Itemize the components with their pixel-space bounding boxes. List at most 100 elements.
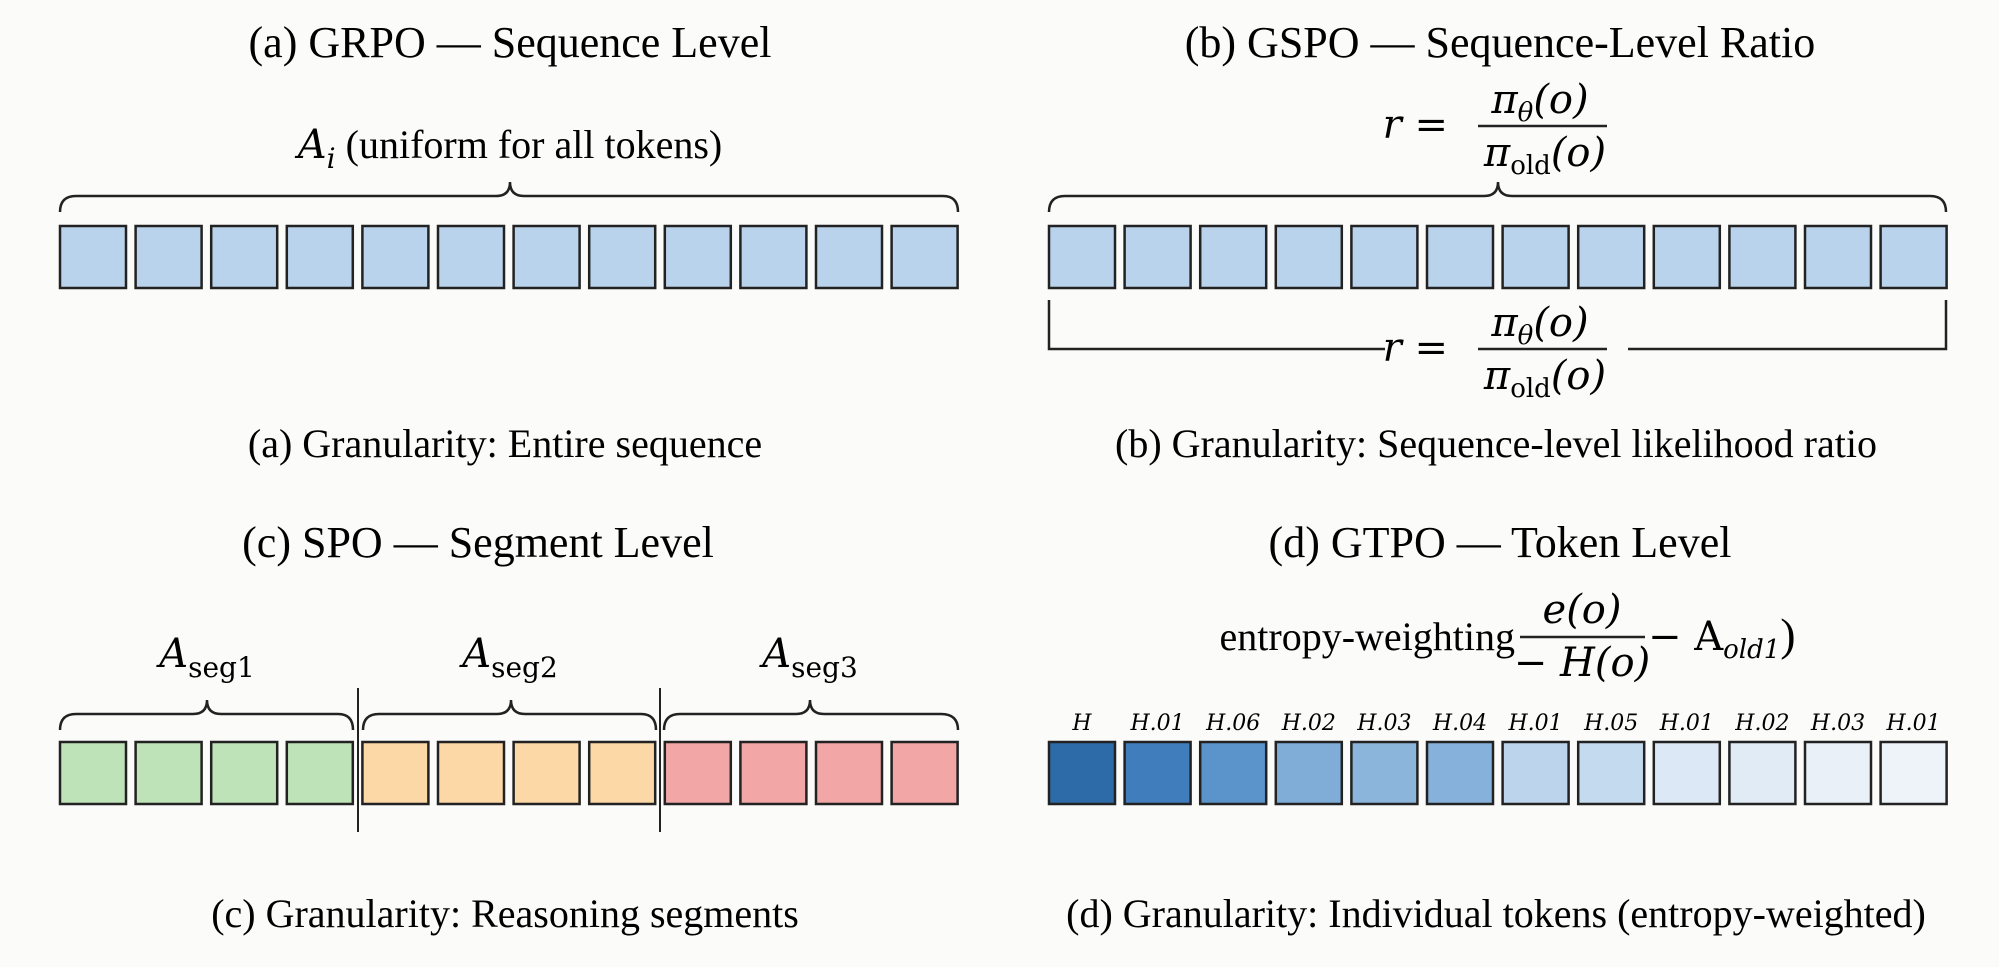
segment-3-label: Aseg3 (758, 631, 858, 684)
panel-d-token-label-1: H (1071, 711, 1092, 736)
segment-1-brace (58, 699, 355, 731)
panel-d-token-7 (1501, 740, 1570, 806)
panel-d-caption: (d) Granularity: Individual tokens (entr… (1066, 891, 1926, 936)
panel-a-caption: (a) Granularity: Entire sequence (248, 421, 762, 466)
panel-c-token-10 (739, 740, 808, 806)
panel-b-ratio-bottom: r = πθ(o) πold(o) (1383, 300, 1607, 404)
formula-suffix: − Aold1) (1648, 609, 1796, 665)
panel-d-token-label-3: H.06 (1205, 711, 1260, 736)
panel-a-token-row (58, 224, 959, 290)
panel-a-token-5 (361, 224, 430, 290)
ratio-numerator-bottom: πθ(o) (1490, 300, 1588, 351)
panel-b-brace (1047, 181, 1948, 213)
ratio-numerator: πθ(o) (1490, 77, 1588, 128)
panel-d-token-labels: H H.01 H.06 H.02 H.03 H.04 H.01 H.05 H.01 H.02 H.0… (1071, 711, 1940, 736)
panel-b-token-8 (1576, 224, 1646, 290)
panel-b-token-12 (1879, 224, 1948, 290)
panel-c-token-4 (285, 740, 355, 806)
panel-d-token-10 (1728, 740, 1797, 806)
panel-d-token-label-7: H.01 (1508, 711, 1563, 736)
panel-d-token-1 (1047, 740, 1117, 806)
panel-a-token-6 (436, 224, 506, 290)
panel-d-token-label-9: H.01 (1659, 711, 1714, 736)
panel-a-token-7 (512, 224, 581, 290)
panel-b-token-4 (1274, 224, 1344, 290)
formula-prefix: entropy-weighting (1220, 614, 1516, 659)
segment-2-label: Aseg2 (458, 631, 558, 684)
segment-3-brace (662, 699, 960, 731)
panel-a-title: (a) GRPO — Sequence Level (249, 18, 772, 67)
panel-d-token-label-5: H.03 (1356, 711, 1411, 736)
panel-a-token-8 (587, 224, 657, 290)
panel-a-brace (58, 181, 960, 213)
panel-d-token-label-4: H.02 (1281, 711, 1336, 736)
panel-c-token-7 (512, 740, 581, 806)
panel-b-token-row (1047, 224, 1948, 290)
panel-a-token-1 (58, 224, 128, 290)
panel-d-token-label-11: H.03 (1810, 711, 1865, 736)
panel-c-token-1 (58, 740, 128, 806)
panel-b: (b) GSPO — Sequence-Level Ratio r = πθ(o… (1047, 18, 1948, 466)
panel-b-caption: (b) Granularity: Sequence-level likeliho… (1115, 421, 1877, 466)
panel-a-token-11 (814, 224, 884, 290)
panel-d-token-row (1047, 740, 1948, 806)
segment-labels: Aseg1 Aseg2 Aseg3 (155, 631, 858, 684)
panel-c-token-6 (436, 740, 506, 806)
panel-d-token-2 (1123, 740, 1192, 806)
panel-b-ratio-top: r = πθ(o) πold(o) (1383, 77, 1607, 181)
panel-c-token-3 (209, 740, 279, 806)
panel-d-token-11 (1803, 740, 1873, 806)
panel-c-token-12 (890, 740, 959, 806)
panel-b-token-7 (1501, 224, 1570, 290)
ratio-lhs: r = (1383, 102, 1448, 148)
panel-b-token-1 (1047, 224, 1117, 290)
panel-b-token-11 (1803, 224, 1873, 290)
panel-c-token-11 (814, 740, 884, 806)
panel-c-token-8 (587, 740, 657, 806)
panel-b-token-10 (1728, 224, 1797, 290)
panel-b-token-9 (1652, 224, 1722, 290)
panel-d-token-3 (1198, 740, 1268, 806)
panel-a-token-2 (134, 224, 203, 290)
panel-a-token-4 (285, 224, 355, 290)
formula-denominator: − H(o) (1514, 640, 1650, 686)
panel-b-token-5 (1350, 224, 1419, 290)
panel-c-caption: (c) Granularity: Reasoning segments (211, 891, 799, 936)
segment-2-brace (361, 699, 658, 731)
panel-d: (d) GTPO — Token Level entropy-weighting… (1047, 518, 1948, 936)
panel-d-token-8 (1576, 740, 1646, 806)
panel-a-token-10 (739, 224, 808, 290)
panel-d-token-9 (1652, 740, 1722, 806)
panel-c-token-row (58, 740, 959, 806)
panel-d-token-label-2: H.01 (1130, 711, 1185, 736)
panel-a-token-3 (209, 224, 279, 290)
ratio-denominator-bottom: πold(o) (1483, 353, 1606, 404)
panel-a-token-12 (890, 224, 959, 290)
panel-c-token-9 (663, 740, 733, 806)
panel-b-token-2 (1123, 224, 1192, 290)
panel-c-token-5 (361, 740, 430, 806)
formula-numerator: e(o) (1543, 587, 1622, 633)
ratio-denominator: πold(o) (1483, 130, 1606, 181)
panel-d-token-5 (1350, 740, 1419, 806)
panel-c: (c) SPO — Segment Level Aseg1 Aseg2 Aseg… (58, 518, 960, 936)
panel-d-token-4 (1274, 740, 1344, 806)
panel-d-token-12 (1879, 740, 1948, 806)
panel-b-token-6 (1425, 224, 1495, 290)
entropy-formula: entropy-weighting e(o) − H(o) − Aold1) (1220, 587, 1796, 686)
panel-d-token-label-8: H.05 (1583, 711, 1638, 736)
panel-a: (a) GRPO — Sequence Level Ai (uniform fo… (58, 18, 960, 466)
panel-b-bottom-bracket (1047, 300, 1948, 351)
panel-d-token-label-10: H.02 (1734, 711, 1789, 736)
panel-a-advantage-label: Ai (uniform for all tokens) (294, 122, 722, 175)
panel-c-token-2 (134, 740, 203, 806)
panel-d-token-6 (1425, 740, 1495, 806)
panel-d-token-label-12: H.01 (1886, 711, 1941, 736)
panel-d-token-label-6: H.04 (1432, 711, 1487, 736)
segment-1-label: Aseg1 (155, 631, 255, 684)
panel-c-title: (c) SPO — Segment Level (242, 518, 714, 567)
ratio-lhs-bottom: r = (1383, 325, 1448, 371)
panel-b-title: (b) GSPO — Sequence-Level Ratio (1185, 18, 1816, 67)
panel-b-token-3 (1198, 224, 1268, 290)
